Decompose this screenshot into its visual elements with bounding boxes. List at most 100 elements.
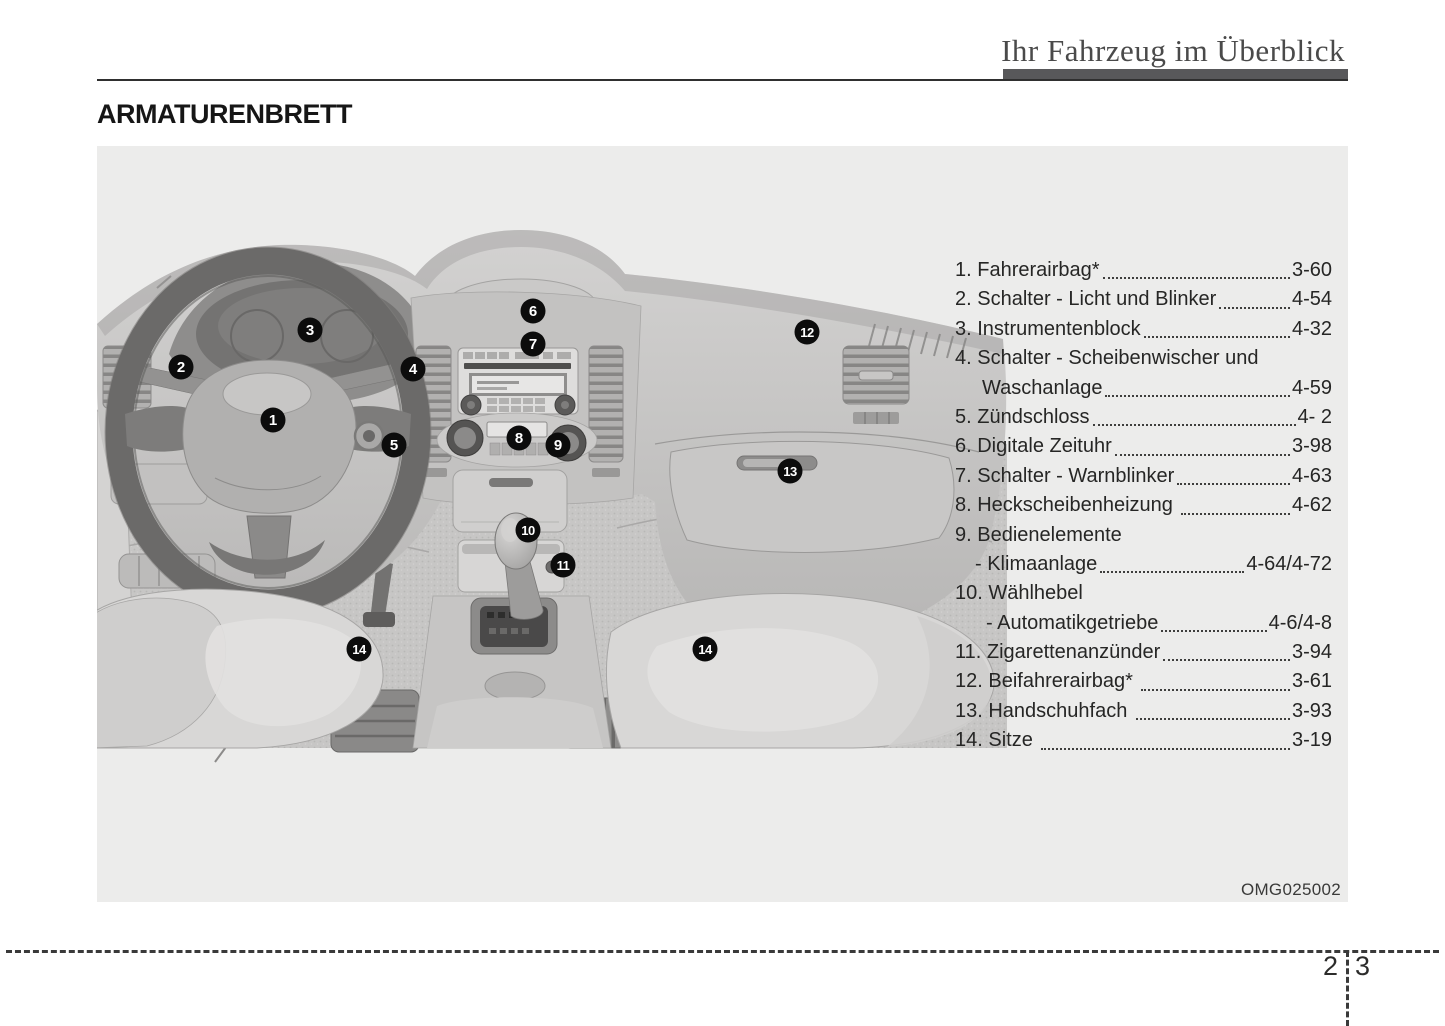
passenger-side [654, 345, 980, 553]
header-rule-line [97, 79, 1348, 81]
dot-leader [1143, 336, 1290, 339]
legend-line: 6. Digitale Zeituhr 3-98 [955, 432, 1332, 461]
legend-line: 11. Zigarettenanzünder 3-94 [955, 638, 1332, 667]
figure-code: OMG025002 [1240, 880, 1341, 899]
driver-seat [97, 588, 384, 749]
legend-label: 13. Handschuhfach [955, 699, 1133, 722]
legend-label: 9. Bedienelemente [955, 523, 1122, 546]
legend-label: Waschanlage [982, 376, 1103, 399]
legend-line: 13. Handschuhfach 3-93 [955, 697, 1332, 726]
legend-label: 2. Schalter - Licht und Blinker [955, 288, 1217, 311]
legend-line: 10. Wählhebel [955, 579, 1332, 608]
radio-display [472, 376, 564, 393]
legend-line: 5. Zündschloss 4- 2 [955, 403, 1332, 432]
dot-leader [1161, 630, 1267, 633]
callout-1: 1 [260, 407, 286, 433]
legend-label: 5. Zündschloss [955, 405, 1090, 428]
cd-slot [464, 363, 571, 369]
legend-line: 4. Schalter - Scheibenwischer und [955, 344, 1332, 373]
legend-label: 6. Digitale Zeituhr [955, 435, 1112, 458]
svg-text:9: 9 [554, 437, 562, 454]
svg-text:8: 8 [515, 430, 523, 447]
legend-line: 2. Schalter - Licht und Blinker 4-54 [955, 285, 1332, 314]
page-title: ARMATURENBRETT [97, 99, 352, 129]
svg-text:10: 10 [521, 523, 535, 538]
page-number-chapter: 2 [1322, 951, 1338, 981]
callout-11: 11 [550, 552, 576, 578]
legend-pageref: 3-98 [1291, 435, 1332, 458]
svg-text:4: 4 [409, 361, 418, 378]
legend-line: 9. Bedienelemente [955, 521, 1332, 550]
legend-label: - Automatikgetriebe [986, 611, 1159, 634]
dot-leader [1177, 483, 1290, 486]
legend-pageref: 4-32 [1291, 317, 1332, 340]
footer-dashed-rule [6, 950, 1439, 953]
legend-pageref: 3-19 [1291, 729, 1332, 752]
legend-label: 3. Instrumentenblock [955, 317, 1141, 340]
callout-3: 3 [297, 317, 323, 343]
callout-13: 13 [777, 458, 803, 484]
legend-label: 11. Zigarettenanzünder [955, 641, 1161, 664]
legend-label: 1. Fahrerairbag* [955, 258, 1100, 281]
legend-line: 8. Heckscheibenheizung 4-62 [955, 491, 1332, 520]
footer-dashed-divider [1346, 951, 1349, 1026]
callout-6: 6 [520, 298, 546, 324]
legend-label: 10. Wählhebel [955, 582, 1083, 605]
dot-leader [1163, 659, 1290, 662]
svg-text:14: 14 [352, 642, 367, 657]
legend-label: 4. Schalter - Scheibenwischer und [955, 347, 1259, 370]
svg-text:1: 1 [269, 412, 277, 429]
callout-9: 9 [545, 432, 571, 458]
callout-10: 10 [515, 517, 541, 543]
dot-leader [1092, 424, 1296, 427]
page-number-page: 3 [1355, 951, 1371, 981]
svg-text:2: 2 [177, 359, 185, 376]
callout-4: 4 [400, 356, 426, 382]
dot-leader [1102, 277, 1290, 280]
shifter-console [412, 512, 612, 749]
dot-leader [1219, 306, 1290, 309]
svg-text:6: 6 [529, 303, 537, 320]
header-rule-bar [1003, 69, 1348, 80]
center-vent-right [588, 345, 624, 463]
svg-text:5: 5 [390, 437, 398, 454]
svg-text:12: 12 [800, 325, 814, 340]
legend-pageref: 4-64/4-72 [1246, 552, 1332, 575]
svg-text:14: 14 [698, 642, 713, 657]
dot-leader [1105, 394, 1290, 397]
dot-leader [1114, 453, 1290, 456]
legend-label: 7. Schalter - Warnblinker [955, 464, 1175, 487]
legend-pageref: 4- 2 [1297, 405, 1332, 428]
callout-8: 8 [506, 425, 532, 451]
legend-label: 12. Beifahrerairbag* [955, 670, 1139, 693]
ignition-switch [353, 420, 385, 452]
legend-pageref: 4-62 [1291, 494, 1332, 517]
legend-line: 14. Sitze 3-19 [955, 726, 1332, 755]
legend-label: 14. Sitze [955, 729, 1039, 752]
legend-label: - Klimaanlage [975, 552, 1098, 575]
callout-5: 5 [381, 432, 407, 458]
legend-line: - Klimaanlage 4-64/4-72 [955, 550, 1332, 579]
dot-leader [1141, 688, 1290, 691]
dot-leader [1041, 747, 1290, 750]
dot-leader [1100, 571, 1245, 574]
legend-line: 3. Instrumentenblock 4-32 [955, 315, 1332, 344]
callout-14: 14 [692, 636, 718, 662]
svg-text:7: 7 [529, 336, 537, 353]
legend-pageref: 4-54 [1291, 288, 1332, 311]
callout-7: 7 [520, 331, 546, 357]
svg-text:3: 3 [306, 322, 314, 339]
legend-pageref: 3-61 [1291, 670, 1332, 693]
legend-pageref: 3-94 [1291, 641, 1332, 664]
svg-text:13: 13 [783, 464, 797, 479]
dot-leader [1135, 718, 1290, 721]
defroster-grille-right [868, 323, 967, 361]
svg-text:11: 11 [557, 558, 570, 573]
legend-pageref: 3-93 [1291, 699, 1332, 722]
dot-leader [1181, 512, 1290, 515]
